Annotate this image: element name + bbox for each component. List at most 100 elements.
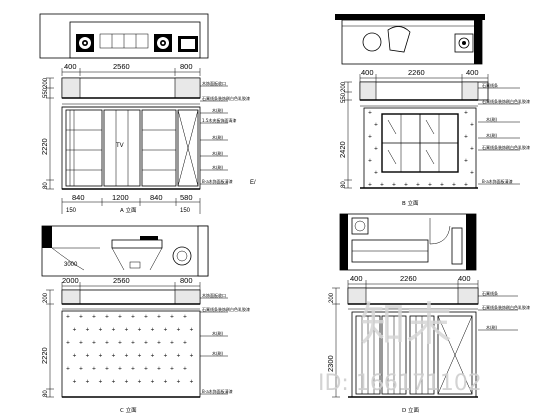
dim-a-top-2: 2560 xyxy=(113,62,130,71)
note-c-5: B-a木饰面板清漆 xyxy=(202,388,233,394)
tile-cross-mark: + xyxy=(374,146,378,152)
burner-left-icon xyxy=(76,34,94,52)
dim-b-top-2: 2260 xyxy=(408,68,425,77)
tile-cross-mark: + xyxy=(137,353,141,359)
dim-c-left-1: 200 xyxy=(43,292,49,303)
tile-cross-mark: + xyxy=(380,182,384,188)
burner-right-icon xyxy=(154,34,172,52)
tile-cross-mark: + xyxy=(464,158,468,164)
tile-cross-mark: + xyxy=(416,182,420,188)
dim-a-bottom-2: 1200 xyxy=(112,193,129,202)
small-label-c: 3000 xyxy=(64,262,78,268)
note-b-5: 石膏线条装饰刷白色乳胶漆 xyxy=(482,144,530,150)
tile-cross-mark: + xyxy=(392,182,396,188)
note-a-6: 木(刷) xyxy=(212,150,224,156)
note-a-7: 木(刷) xyxy=(212,164,224,170)
elevation-a: 400 2560 800 TV xyxy=(40,62,256,214)
dim-c-left-3: 80 xyxy=(43,390,49,397)
dim-c-top-2: 2560 xyxy=(113,276,130,285)
caption-a: A 立面 xyxy=(120,206,137,214)
watermark: 知末 ID: 166171102 xyxy=(318,297,482,396)
caption-d: D 立面 xyxy=(402,406,419,414)
tile-cross-mark: + xyxy=(144,366,148,372)
note-a-3: 木(刷) xyxy=(212,107,224,113)
note-a-1: 木饰面板收口 xyxy=(202,80,226,86)
dim-c-top-1: 2000 xyxy=(62,276,79,285)
tile-cross-mark: + xyxy=(374,122,378,128)
tile-cross-mark: + xyxy=(368,158,372,164)
plan-strip-a xyxy=(39,13,209,59)
watermark-id: ID: 166171102 xyxy=(318,371,482,396)
note-b-6: B-a木饰面板清漆 xyxy=(482,178,513,184)
tile-cross-mark: + xyxy=(163,327,167,333)
dim-a-top-3: 800 xyxy=(180,62,193,71)
tile-cross-mark: + xyxy=(183,340,187,346)
tile-cross-mark: + xyxy=(368,110,372,116)
note-a-2: 石膏线条装饰刷白色乳胶漆 xyxy=(202,95,250,101)
dim-d-top-3: 400 xyxy=(458,274,471,283)
tile-cross-mark: + xyxy=(189,379,193,385)
elevation-b: 400 2260 400 200 550 2420 80 B 立面 xyxy=(338,68,530,207)
tile-cross-mark: + xyxy=(150,327,154,333)
dim-b-left-2: 550 xyxy=(341,92,347,103)
tile-cross-mark: + xyxy=(176,327,180,333)
tile-cross-mark: + xyxy=(124,353,128,359)
tile-cross-mark: + xyxy=(150,353,154,359)
tile-cross-mark: + xyxy=(144,340,148,346)
tile-cross-mark: + xyxy=(66,366,70,372)
note-a-8: B-a木饰面板清漆 xyxy=(202,178,233,184)
tile-cross-mark: + xyxy=(105,314,109,320)
caption-c: C 立面 xyxy=(120,406,137,414)
tile-cross-mark: + xyxy=(464,134,468,140)
tile-cross-mark: + xyxy=(98,353,102,359)
tile-cross-mark: + xyxy=(111,327,115,333)
tile-cross-mark: + xyxy=(464,110,468,116)
tile-cross-mark: + xyxy=(428,182,432,188)
dim-b-left-4: 80 xyxy=(341,181,347,188)
tile-cross-mark: + xyxy=(72,379,76,385)
tile-cross-mark: + xyxy=(176,353,180,359)
tile-cross-mark: + xyxy=(131,314,135,320)
tile-cross-mark: + xyxy=(464,182,468,188)
note-d-2: 石膏线条装饰刷白色乳胶漆 xyxy=(482,304,530,310)
dim-d-left-2: 2300 xyxy=(326,355,335,372)
tile-cross-mark: + xyxy=(183,314,187,320)
tile-cross-mark: + xyxy=(368,134,372,140)
dim-b-left-3: 2420 xyxy=(338,141,347,158)
dim-b-top-3: 400 xyxy=(466,68,479,77)
tile-cross-mark: + xyxy=(163,379,167,385)
tile-cross-mark: + xyxy=(85,327,89,333)
tile-cross-mark: + xyxy=(440,182,444,188)
tile-cross-mark: + xyxy=(144,314,148,320)
tile-cross-mark: + xyxy=(150,379,154,385)
dim-d-left-1: 200 xyxy=(329,292,335,303)
tile-cross-mark: + xyxy=(111,353,115,359)
caption-b: B 立面 xyxy=(402,199,419,207)
tile-cross-mark: + xyxy=(92,314,96,320)
elevation-c: 2000 2560 800 200 2220 80 C 立面 木饰面板收口 石膏… xyxy=(40,276,250,414)
tile-cross-mark: + xyxy=(66,340,70,346)
tile-cross-mark: + xyxy=(79,340,83,346)
tile-cross-mark: + xyxy=(105,366,109,372)
tile-cross-mark: + xyxy=(85,379,89,385)
plan-strip-b xyxy=(335,14,485,65)
tile-cross-mark: + xyxy=(452,182,456,188)
aux-a: E/ xyxy=(250,180,256,186)
dim-a-sub-1: 150 xyxy=(66,208,77,214)
note-d-1: 石膏线条 xyxy=(482,290,498,296)
tile-cross-mark: + xyxy=(79,366,83,372)
tile-cross-mark: + xyxy=(98,379,102,385)
watermark-logo: 知末 xyxy=(360,297,452,351)
tile-cross-mark: + xyxy=(124,379,128,385)
note-b-3: 木(刷) xyxy=(486,116,498,122)
tile-cross-mark: + xyxy=(92,340,96,346)
tile-cross-mark: + xyxy=(131,340,135,346)
dim-a-sub-2: 150 xyxy=(180,208,191,214)
tile-cross-mark: + xyxy=(157,340,161,346)
dim-a-left-4: 80 xyxy=(43,182,49,189)
note-c-3: 木(刷) xyxy=(212,330,224,336)
tile-cross-mark: + xyxy=(157,366,161,372)
tile-cross-mark: + xyxy=(170,366,174,372)
dim-a-bottom-4: 580 xyxy=(180,193,193,202)
dim-a-left-1: 200 xyxy=(43,77,49,88)
